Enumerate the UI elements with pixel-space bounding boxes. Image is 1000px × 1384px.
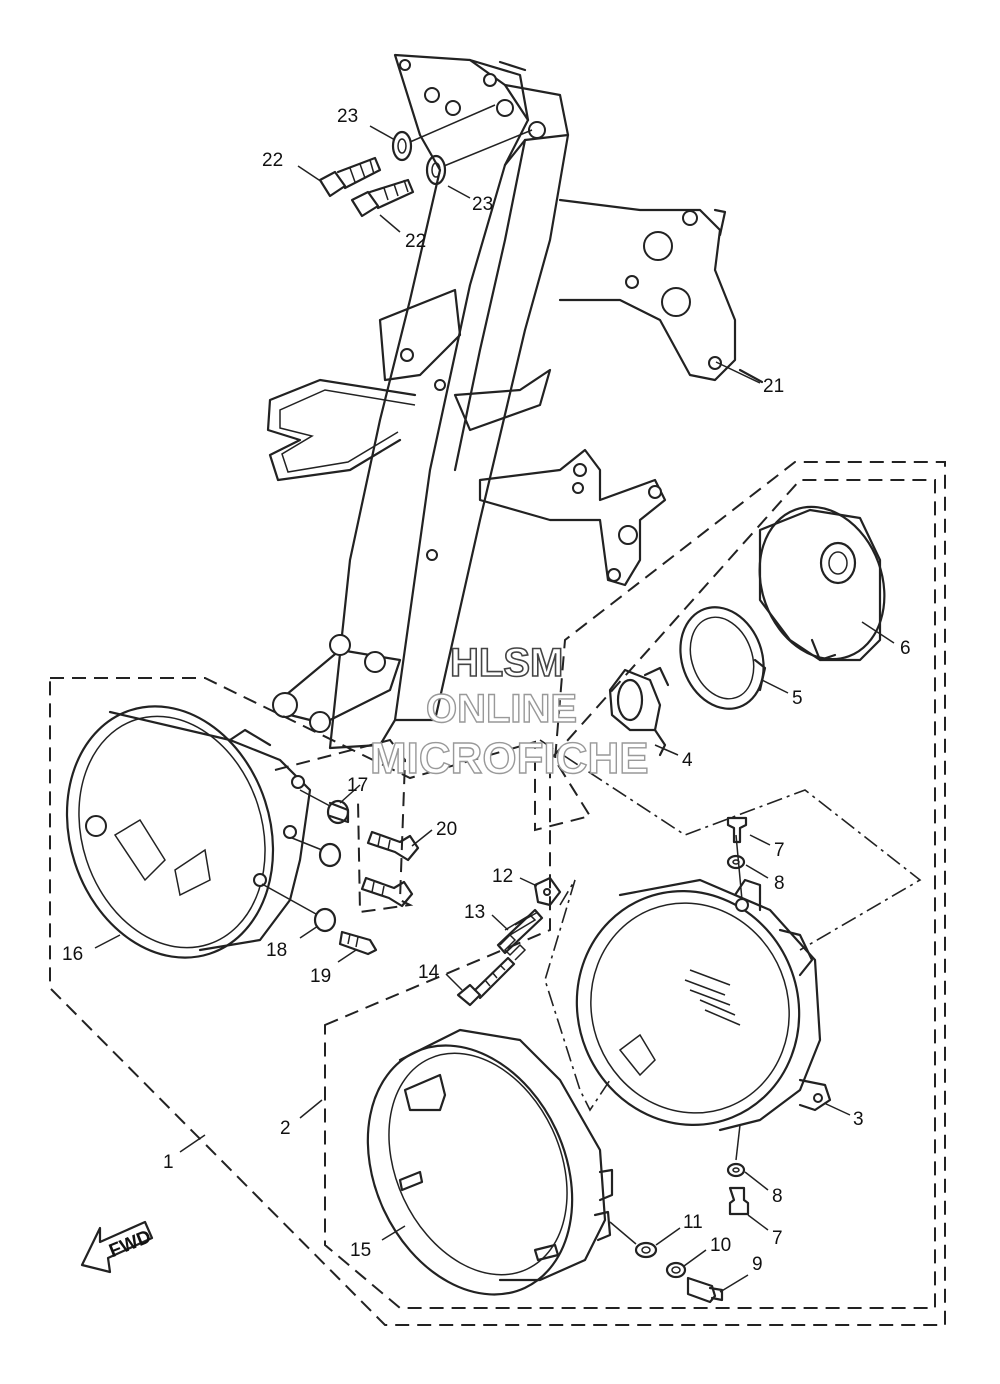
callout-22-upper: 22 [262,150,283,171]
callout-12: 12 [492,866,513,887]
mounting-bolts-22 [318,156,415,218]
callout-10: 10 [710,1235,731,1256]
callout-14: 14 [418,962,440,983]
callout-2: 2 [280,1118,291,1139]
callout-6: 6 [900,638,911,659]
bulb-cover-6 [758,505,886,662]
callout-7-lower: 7 [772,1228,783,1249]
watermark-line-1: HLSM [450,641,563,685]
spring-13 [496,908,544,961]
fwd-label: FWD [106,1226,154,1262]
callout-19: 19 [310,966,331,987]
callout-15: 15 [350,1240,371,1261]
headlight-rim-15 [366,1028,614,1296]
callout-23-upper: 23 [337,106,358,127]
nut-12 [533,876,562,907]
watermark: HLSM ONLINE MICROFICHE [369,640,649,784]
callout-11: 11 [683,1212,703,1233]
washers-23 [391,104,533,186]
callout-23-lower: 23 [472,194,493,215]
assembly-leader-lines [539,739,922,1112]
callout-9: 9 [752,1254,763,1275]
callout-leader-lines [94,125,895,1293]
callout-3: 3 [853,1109,864,1130]
callout-21: 21 [763,376,784,397]
callout-1: 1 [163,1152,174,1173]
assembly-boundary-1 [49,461,946,1326]
screw-9 [686,1276,724,1304]
callout-7-upper: 7 [774,840,785,861]
headlight-housing-16 [65,705,312,959]
callout-8-upper: 8 [774,873,785,894]
collars-and-bolts-17-20 [261,738,420,956]
callout-numbers: 23 22 23 22 21 6 5 4 7 8 3 8 7 9 10 11 1… [62,106,911,1275]
watermark-line-3: MICROFICHE [370,734,649,783]
washers-8 [726,854,746,1178]
callout-17: 17 [347,775,368,796]
bulb-retaining-ring-5 [679,606,767,710]
callout-22-lower: 22 [405,231,426,252]
watermark-line-2: ONLINE [426,687,577,731]
headlight-unit-3 [575,834,832,1161]
washer-11 [609,1221,658,1259]
screw-14 [456,956,516,1007]
headlight-stay-frame [266,53,764,750]
callout-4: 4 [682,750,693,771]
forward-direction-arrow: FWD [80,1220,154,1274]
callout-5: 5 [792,688,803,709]
callout-16: 16 [62,944,83,965]
washer-10 [665,1261,687,1279]
adjusting-screws-7 [726,816,750,1216]
callout-20: 20 [436,819,457,840]
callout-18: 18 [266,940,287,961]
callout-13: 13 [464,902,485,923]
assembly-boundary-2 [324,479,936,1309]
callout-8-lower: 8 [772,1186,783,1207]
